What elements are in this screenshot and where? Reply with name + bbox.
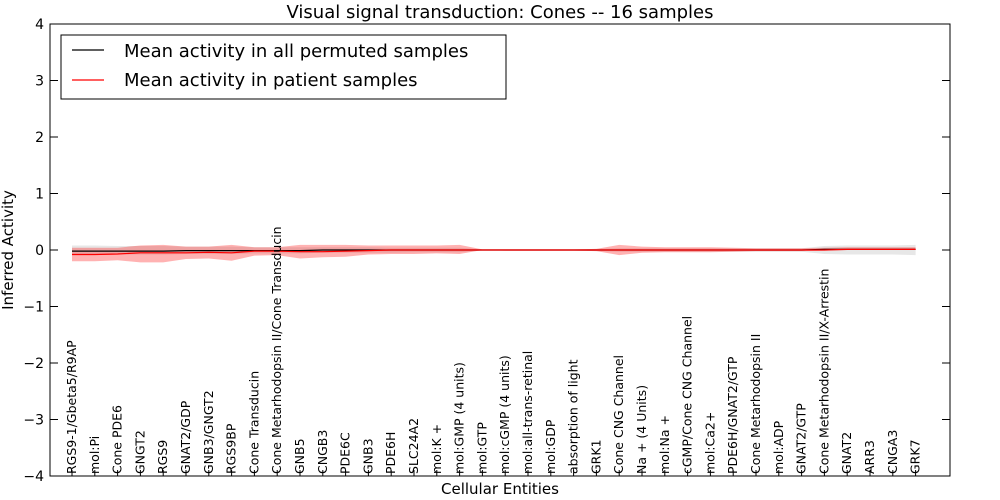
x-category-label: absorption of light <box>566 359 581 474</box>
y-tick-label: −3 <box>23 413 44 429</box>
x-category-label: Cone Metarhodopsin II/X-Arrestin <box>816 269 831 474</box>
x-category-label: GRK1 <box>588 439 603 474</box>
y-tick-label: 0 <box>35 243 44 259</box>
legend-label-permuted: Mean activity in all permuted samples <box>124 41 468 62</box>
x-category-label: mol:GMP (4 units) <box>452 362 467 474</box>
x-category-label: CNGB3 <box>315 430 330 474</box>
x-category-label: Cone PDE6 <box>110 405 125 474</box>
x-category-label: RGS9BP <box>224 423 239 474</box>
y-axis-ticks: 4 3 2 1 0 −1 −2 −3 −4 <box>23 17 950 485</box>
legend-label-patient: Mean activity in patient samples <box>124 70 418 91</box>
series-line-patient <box>72 248 916 256</box>
legend: Mean activity in all permuted samples Me… <box>60 34 507 100</box>
x-category-label: mol:ADP <box>771 420 786 474</box>
x-category-label: Cone Metarhodopsin II/Cone Transducin <box>269 226 284 474</box>
x-category-label: Cone CNG Channel <box>611 355 626 474</box>
chart-title: Visual signal transduction: Cones -- 16 … <box>286 2 713 23</box>
y-tick-label: −2 <box>23 356 44 372</box>
x-category-label: GNAT2/GDP <box>178 400 193 474</box>
x-category-label: mol:K + <box>429 424 444 474</box>
y-tick-label: 3 <box>35 74 44 90</box>
y-tick-label: −1 <box>23 300 44 316</box>
x-category-label: cGMP/Cone CNG Channel <box>680 316 695 474</box>
x-category-label: Cone Transducin <box>246 371 261 474</box>
legend-box <box>60 34 507 100</box>
x-category-label: Cone Metarhodopsin II <box>748 334 763 474</box>
x-category-label: GNAT2/GTP <box>794 403 809 474</box>
x-category-label: Na + (4 Units) <box>634 385 649 474</box>
y-axis-label: Inferred Activity <box>0 190 17 310</box>
x-category-label: PDE6C <box>338 432 353 474</box>
x-category-label: GNB5 <box>292 438 307 474</box>
x-category-label: GRK7 <box>908 439 923 474</box>
band-patient <box>72 244 916 263</box>
x-axis-label: Cellular Entities <box>441 480 559 498</box>
x-category-label: mol:Ca2+ <box>702 412 717 474</box>
plot-frame <box>49 23 951 477</box>
x-category-label: GNGT2 <box>132 430 147 474</box>
x-category-label: SLC24A2 <box>406 418 421 474</box>
x-category-labels: RGS9-1/Gbeta5/R9AP mol:Pi Cone PDE6 GNGT2 RG… <box>64 226 923 476</box>
series-lines <box>72 248 916 256</box>
x-category-label: mol:cGMP (4 units) <box>497 355 512 474</box>
y-tick-label: 2 <box>35 130 44 146</box>
y-tick-label: 4 <box>35 17 44 33</box>
x-category-label: mol:all-trans-retinal <box>520 351 535 474</box>
x-category-label: CNGA3 <box>885 430 900 474</box>
x-category-label: GNAT2 <box>839 432 854 474</box>
y-tick-label: 1 <box>35 187 44 203</box>
y-tick-label: −4 <box>23 469 44 485</box>
x-category-label: mol:GDP <box>543 419 558 474</box>
x-category-label: ARR3 <box>862 440 877 474</box>
x-category-label: GNB3/GNGT2 <box>201 390 216 474</box>
x-category-label: PDE6H <box>383 432 398 474</box>
x-category-label: mol:Pi <box>87 436 102 474</box>
x-category-label: PDE6H/GNAT2/GTP <box>725 356 740 474</box>
x-category-label: RGS9 <box>155 440 170 474</box>
x-category-label: GNB3 <box>360 438 375 474</box>
confidence-bands <box>72 244 916 263</box>
x-category-label: mol:GTP <box>474 422 489 474</box>
x-category-label: RGS9-1/Gbeta5/R9AP <box>64 340 79 474</box>
x-category-label: mol:Na + <box>657 415 672 474</box>
